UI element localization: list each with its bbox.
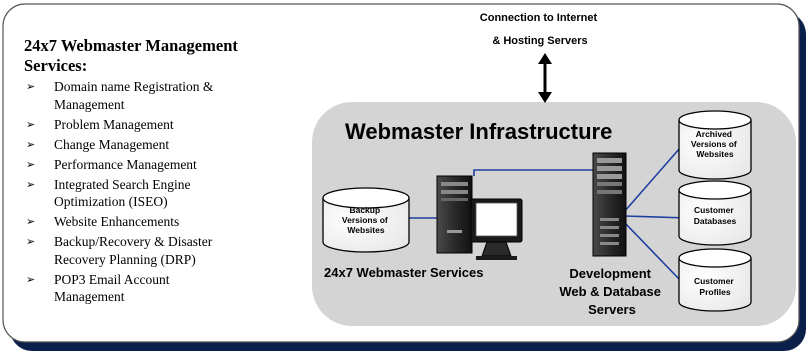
service-item-text: Management	[54, 289, 125, 304]
dev-servers-label: Development Web & Database Servers	[559, 266, 664, 317]
services-title-line1: 24x7 Webmaster Management	[24, 36, 238, 55]
arrow-bullet-icon: ➢	[26, 157, 36, 171]
service-item: ➢ Performance Management	[24, 156, 309, 174]
service-item-text: Recovery Planning (DRP)	[54, 251, 196, 267]
service-item: ➢ Website Enhancements	[24, 213, 309, 231]
service-item-text: Website Enhancements	[54, 214, 180, 229]
customer-db-cylinder	[678, 180, 752, 246]
arrow-bullet-icon: ➢	[26, 117, 36, 131]
service-item: ➢ Change Management	[24, 136, 309, 154]
service-item-text: Backup/Recovery & Disaster	[54, 234, 213, 249]
arrow-bullet-icon: ➢	[26, 80, 36, 93]
service-item-text: Performance Management	[54, 156, 197, 172]
backup-db-cylinder	[322, 187, 410, 253]
service-item: ➢ Problem Management	[24, 116, 309, 134]
arrow-bullet-icon: ➢	[26, 235, 36, 248]
service-item: ➢ Domain name Registration & Management	[24, 78, 309, 113]
dev-server-icon	[592, 152, 627, 257]
infrastructure-panel	[312, 102, 796, 326]
connectors	[408, 147, 689, 281]
customer-profiles-cylinder	[678, 248, 752, 312]
arrow-bullet-icon: ➢	[26, 272, 36, 286]
infrastructure-title: Webmaster Infrastructure	[345, 119, 612, 144]
service-item-text: Domain name Registration &	[54, 79, 214, 94]
service-item-text: Optimization (ISEO)	[54, 194, 168, 209]
services-list: ➢ Domain name Registration & Management ➢ Pr…	[24, 78, 309, 306]
backup-db-label: Backup Versions of Websites	[342, 205, 390, 235]
service-item-text: Change Management	[54, 136, 170, 152]
services-title-line2: Services:	[24, 56, 88, 75]
service-item-text: Problem Management	[54, 116, 174, 132]
arrow-bullet-icon: ➢	[26, 177, 36, 191]
service-item-text: Integrated Search Engine	[54, 176, 191, 192]
double-arrow	[538, 53, 552, 103]
services-panel: 24x7 Webmaster Management Services: ➢ Dom…	[24, 36, 309, 308]
arrow-bullet-icon: ➢	[26, 137, 36, 151]
customer-db-label: Customer Databases	[694, 205, 737, 226]
service-item-text: Management	[54, 96, 125, 112]
arrow-bullet-icon: ➢	[26, 215, 36, 228]
connection-label: Connection to Internet & Hosting Servers	[480, 12, 600, 47]
service-item-text: POP3 Email Account	[54, 271, 170, 287]
customer-profiles-label: Customer Profiles	[694, 276, 736, 297]
archived-db-cylinder	[678, 110, 752, 180]
services-label: 24x7 Webmaster Services	[324, 265, 483, 280]
services-title: 24x7 Webmaster Management Services:	[24, 36, 309, 76]
archived-db-label: Archived Versions of Websites	[691, 129, 739, 159]
workstation-icon	[436, 175, 523, 260]
